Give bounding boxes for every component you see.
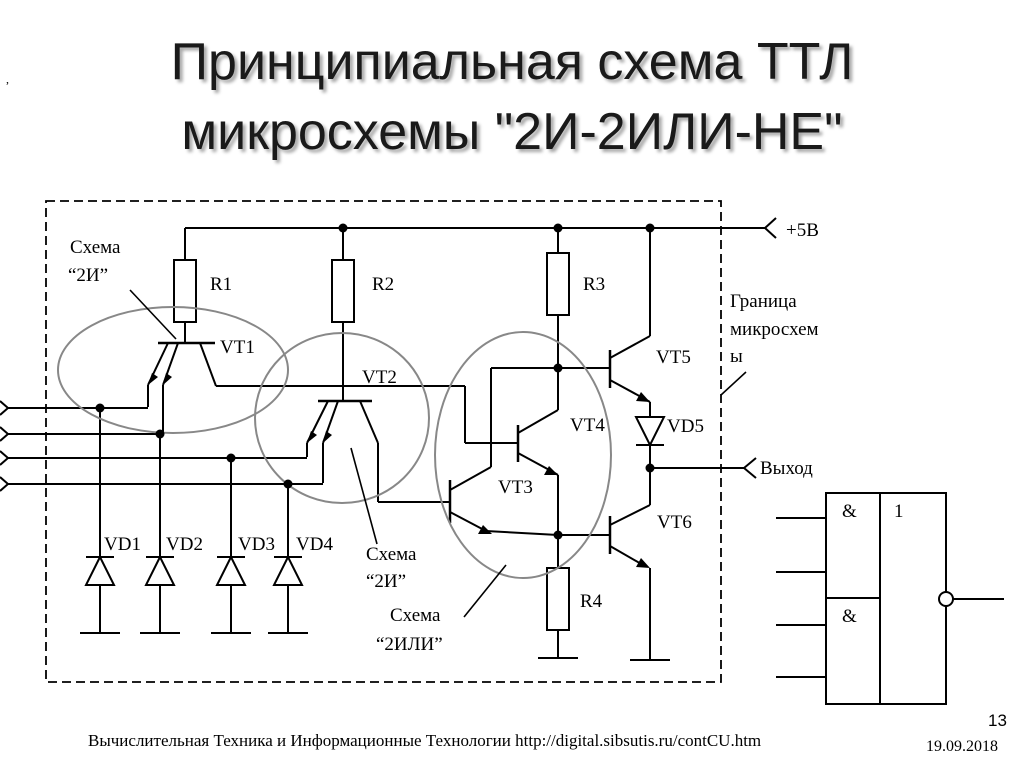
and-group-1-label-line-1: Схема bbox=[70, 237, 121, 258]
or-group-label-line-1: Схема bbox=[390, 605, 441, 626]
diode-vd4 bbox=[272, 554, 304, 586]
symbol-or: 1 bbox=[894, 501, 904, 522]
and-group-2-label-line-1: Схема bbox=[366, 544, 417, 565]
symbol-and-2: & bbox=[842, 606, 857, 627]
label-vd1: VD1 bbox=[104, 534, 141, 555]
supply-label: +5В bbox=[786, 220, 819, 241]
label-r2: R2 bbox=[372, 274, 394, 295]
and-group-1-label-line-2: “2И” bbox=[68, 265, 108, 286]
and-group-2-outline bbox=[254, 332, 430, 504]
page-number: 13 bbox=[988, 711, 1007, 730]
label-r3: R3 bbox=[583, 274, 605, 295]
resistor-r4 bbox=[546, 567, 570, 631]
or-group-label-line-2: “2ИЛИ” bbox=[376, 634, 443, 655]
label-r4: R4 bbox=[580, 591, 603, 612]
and-group-2-label-line-2: “2И” bbox=[366, 571, 406, 592]
label-vt3: VT3 bbox=[498, 477, 533, 498]
label-vt6: VT6 bbox=[657, 512, 692, 533]
inversion-bubble bbox=[938, 591, 954, 607]
label-vd5: VD5 bbox=[667, 416, 704, 437]
diode-vd3 bbox=[215, 554, 247, 586]
boundary-label-line-1: Граница bbox=[730, 291, 797, 312]
slide-title-line-1: Принципиальная схема ТТЛ bbox=[170, 33, 854, 91]
label-r1: R1 bbox=[210, 274, 232, 295]
boundary-label-line-2: микросхем bbox=[730, 319, 819, 340]
boundary-label-line-3: ы bbox=[730, 346, 743, 367]
footer-text: Вычислительная Техника и Информационные … bbox=[88, 731, 762, 750]
slide-date: 19.09.2018 bbox=[926, 738, 998, 755]
resistor-r1 bbox=[173, 259, 197, 323]
label-vd2: VD2 bbox=[166, 534, 203, 555]
label-vt4: VT4 bbox=[570, 415, 605, 436]
chip-boundary bbox=[45, 200, 722, 683]
resistor-r3 bbox=[546, 252, 570, 316]
label-vt5: VT5 bbox=[656, 347, 691, 368]
slide-title-line-2: микросхемы "2И-2ИЛИ-НЕ" bbox=[181, 103, 843, 161]
diode-vd5 bbox=[634, 416, 666, 448]
resistor-r2 bbox=[331, 259, 355, 323]
output-label: Выход bbox=[760, 458, 813, 479]
diode-vd2 bbox=[144, 554, 176, 586]
label-vd4: VD4 bbox=[296, 534, 333, 555]
or-group-outline bbox=[434, 331, 612, 579]
junctions bbox=[95, 223, 655, 540]
symbol-and-1: & bbox=[842, 501, 857, 522]
diode-vd1 bbox=[84, 554, 116, 586]
label-vt1: VT1 bbox=[220, 337, 255, 358]
label-vt2: VT2 bbox=[362, 367, 397, 388]
and-group-1-outline bbox=[57, 306, 289, 434]
stray-mark: , bbox=[6, 72, 9, 86]
label-vd3: VD3 bbox=[238, 534, 275, 555]
